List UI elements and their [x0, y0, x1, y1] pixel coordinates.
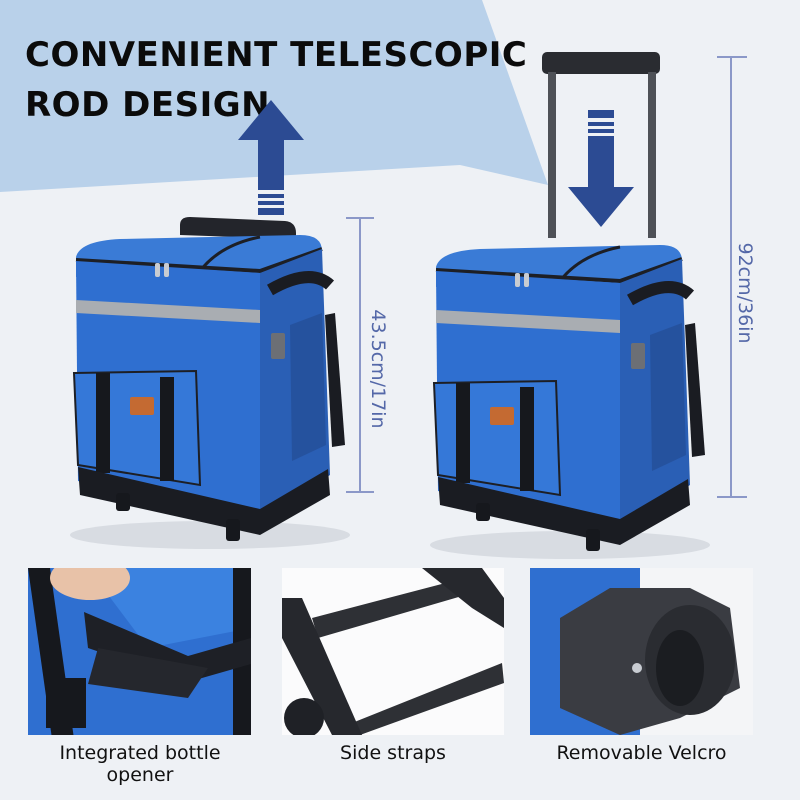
- caption-line-2: opener: [106, 764, 174, 786]
- feature-caption-removable-velcro: Removable Velcro: [556, 742, 727, 764]
- page-title: CONVENIENT TELESCOPIC ROD DESIGN: [25, 30, 527, 130]
- feature-photo-removable-velcro: [530, 568, 753, 735]
- dimension-line-collapsed: [346, 217, 374, 493]
- feature-photo-bottle-opener: [28, 568, 251, 735]
- arrow-up-icon: [238, 100, 304, 215]
- dimension-label-collapsed: 43.5cm/17in: [367, 309, 389, 429]
- arrow-down-icon: [568, 110, 634, 227]
- telescopic-handle-image: [542, 52, 660, 238]
- feature-caption-bottle-opener: Integrated bottle opener: [20, 742, 260, 786]
- dimension-line-extended: [717, 56, 747, 498]
- caption-line-1: Integrated bottle: [59, 742, 221, 764]
- cooler-bag-extended-image: [430, 245, 710, 559]
- feature-photo-side-straps: [282, 568, 504, 735]
- title-line-2: ROD DESIGN: [25, 85, 271, 125]
- dimension-label-extended: 92cm/36in: [734, 242, 756, 344]
- cooler-bag-collapsed-image: [70, 217, 350, 549]
- feature-caption-side-straps: Side straps: [340, 742, 446, 764]
- title-line-1: CONVENIENT TELESCOPIC: [25, 35, 528, 75]
